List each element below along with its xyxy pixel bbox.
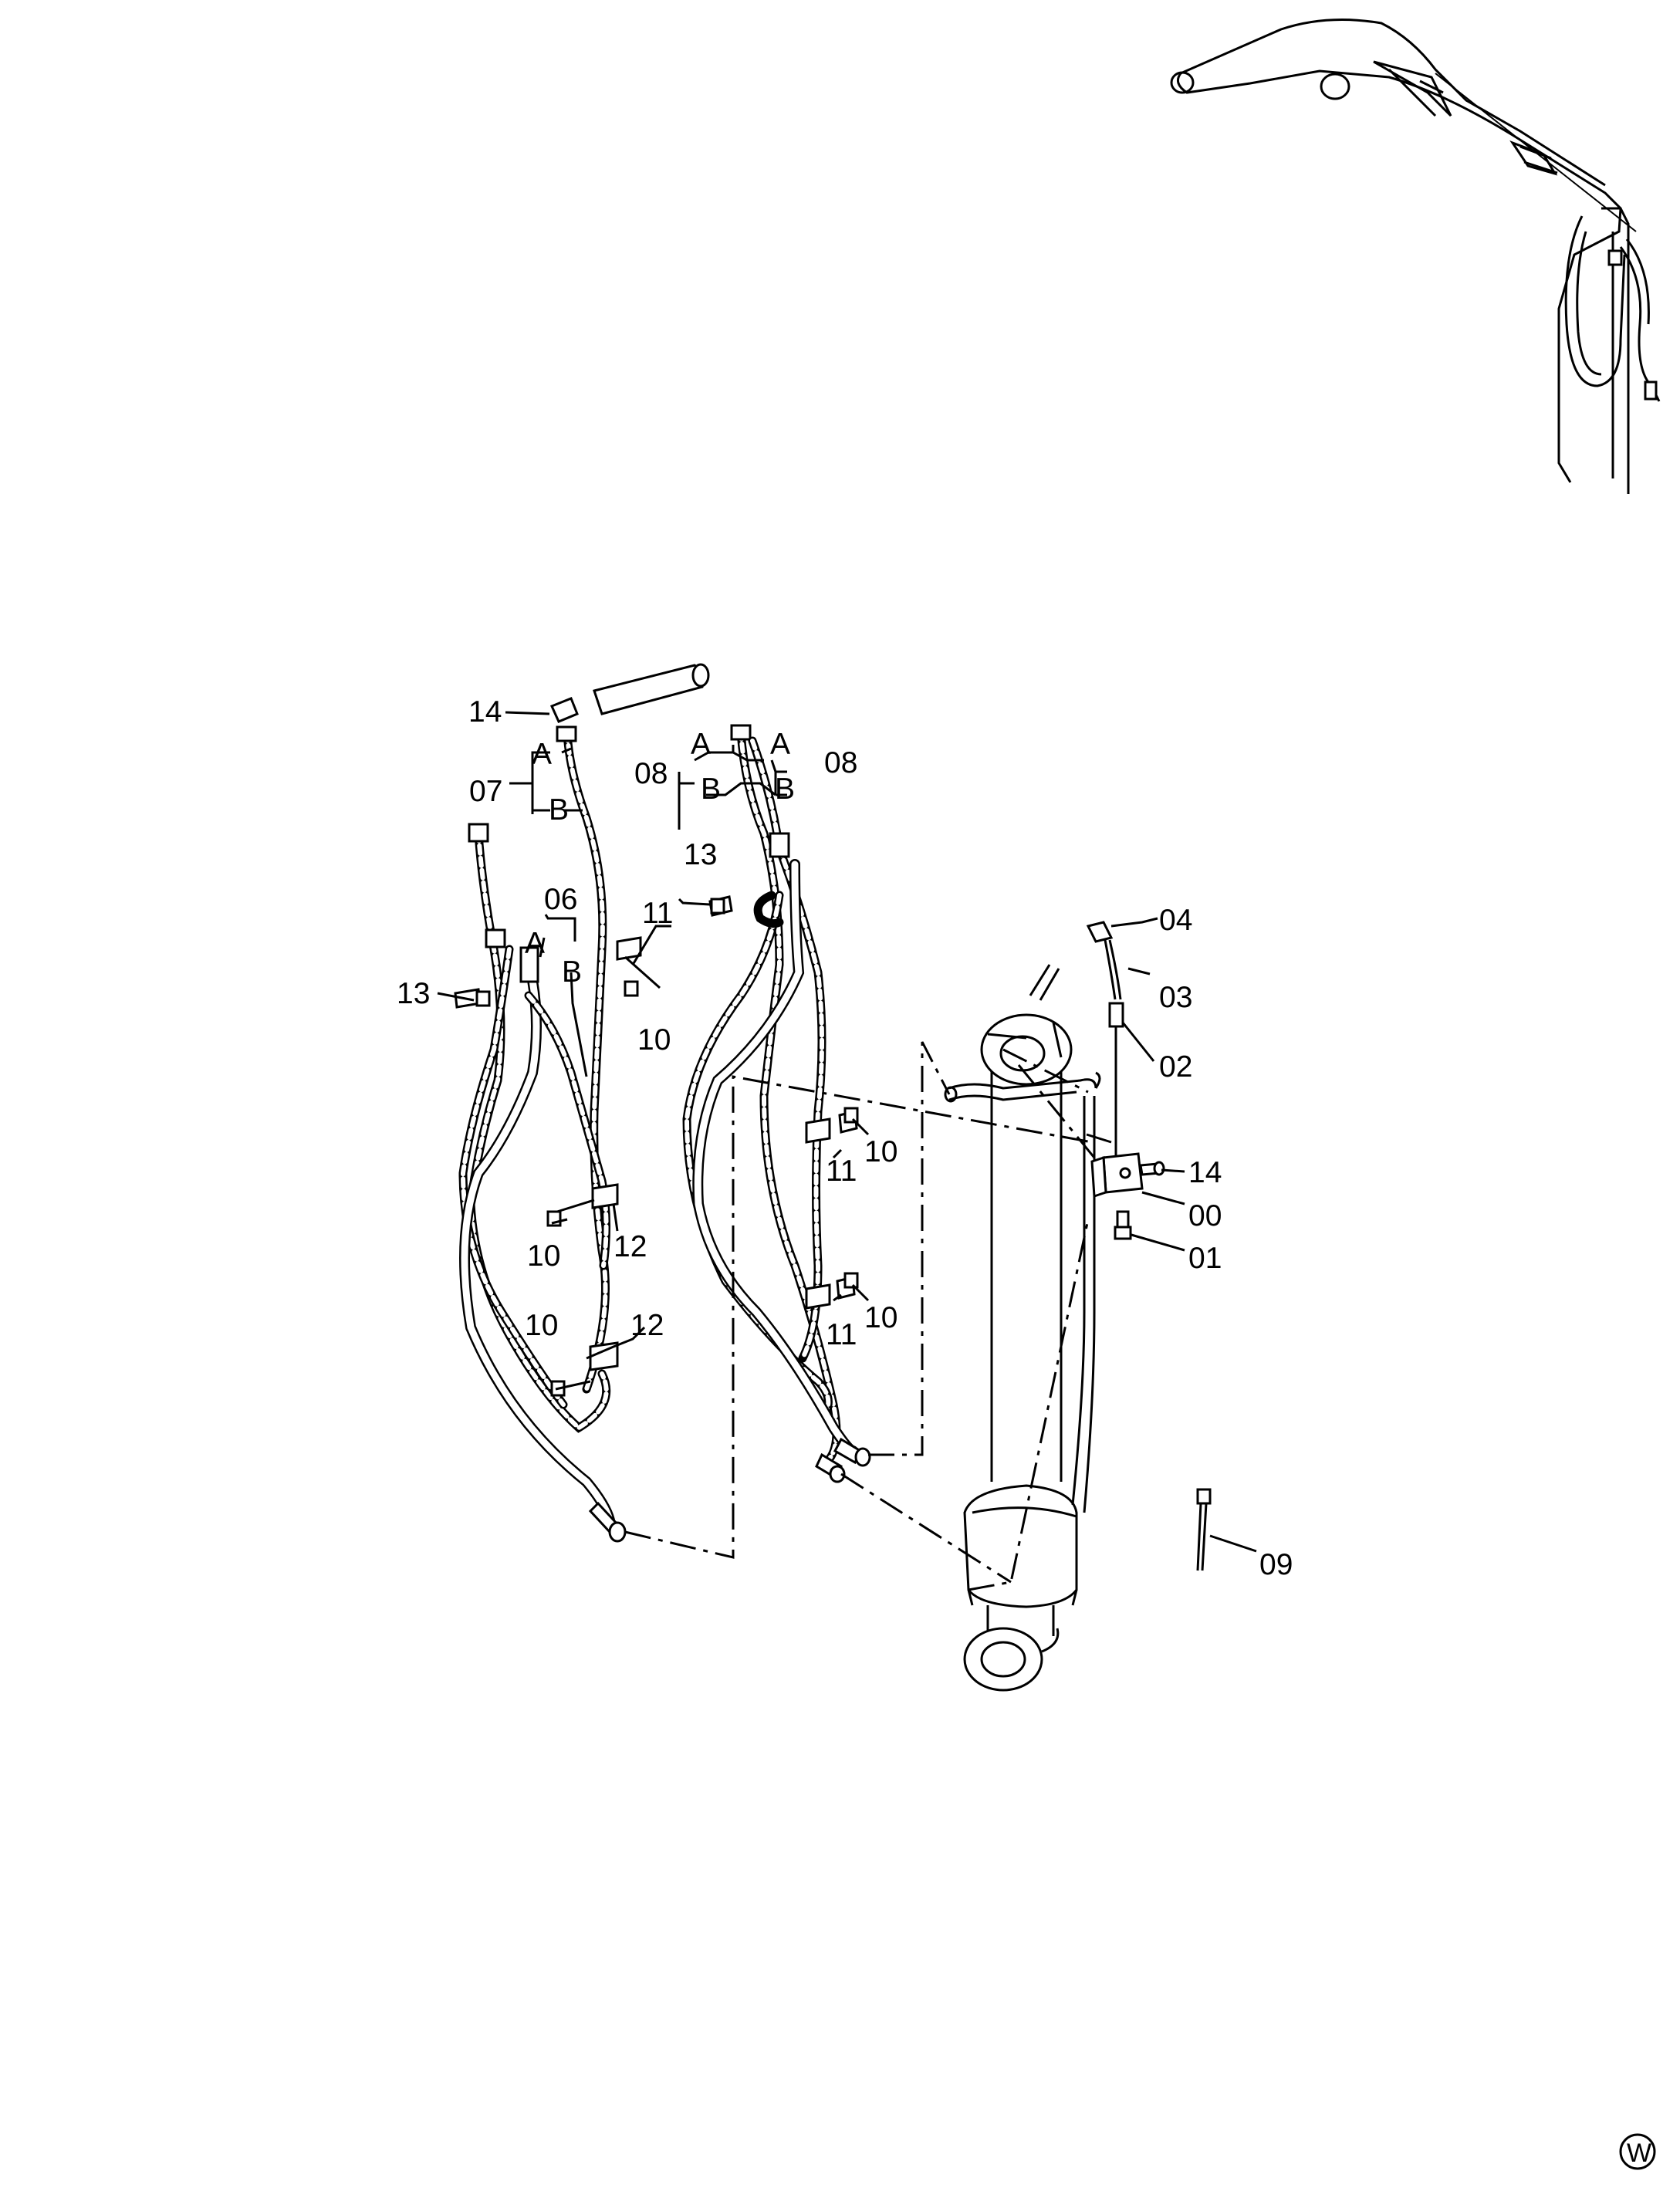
callout-labels: 14 07 06 11 10 13 13 08 08 10 11 10 12 1… [397,695,1293,1581]
branch-b-07: B [549,793,569,827]
reference-lines [624,1041,1112,1591]
callout-10-mid-left: 10 [527,1239,560,1273]
callout-03: 03 [1159,981,1192,1014]
callout-13-left: 13 [397,977,430,1010]
callout-00: 00 [1188,1199,1222,1232]
corner-mark: W [1627,2139,1651,2168]
circled-letter-icon: W [1619,2133,1656,2170]
callout-02: 02 [1159,1050,1192,1084]
callout-06: 06 [544,883,577,916]
branch-a-06: A [525,927,545,960]
hose-assembly-08 [682,724,871,1483]
cable-tie [1196,1488,1212,1571]
branch-b-08-right: B [775,773,795,806]
callout-10-lower-right: 10 [864,1301,897,1334]
callout-10-lower-left: 10 [525,1309,558,1342]
branch-b-06: B [562,955,582,989]
callout-04: 04 [1159,904,1192,937]
callout-07: 07 [469,775,502,808]
callout-13-right: 13 [684,838,717,871]
valve-bracket-assembly [1086,921,1165,1240]
callout-12-lower: 12 [630,1309,664,1342]
leader-lines [437,711,1257,1553]
excavator-arm-inset [1170,19,1661,494]
branch-labels: A B A B A B A B [525,728,795,989]
branch-b-08-left: B [701,773,721,806]
callout-14-right: 14 [1188,1156,1222,1189]
callout-11-mid-right: 11 [826,1155,857,1188]
callout-10-mid-right: 10 [864,1135,897,1168]
callout-11-lower-right: 11 [826,1318,857,1351]
callout-01: 01 [1188,1242,1222,1275]
hydraulic-cylinder [944,964,1101,1692]
hose-assembly-07 [454,663,710,1543]
callout-08-left: 08 [634,757,668,790]
callout-09: 09 [1259,1548,1293,1581]
callout-14-top: 14 [468,695,502,729]
branch-a-07: A [532,738,552,771]
callout-11-left: 11 [642,897,674,930]
callout-12-upper: 12 [614,1230,647,1263]
branch-a-08-right: A [770,728,790,761]
callout-08-right: 08 [824,746,857,779]
callout-10-upper-left: 10 [637,1023,671,1057]
branch-a-08-left: A [691,728,711,761]
